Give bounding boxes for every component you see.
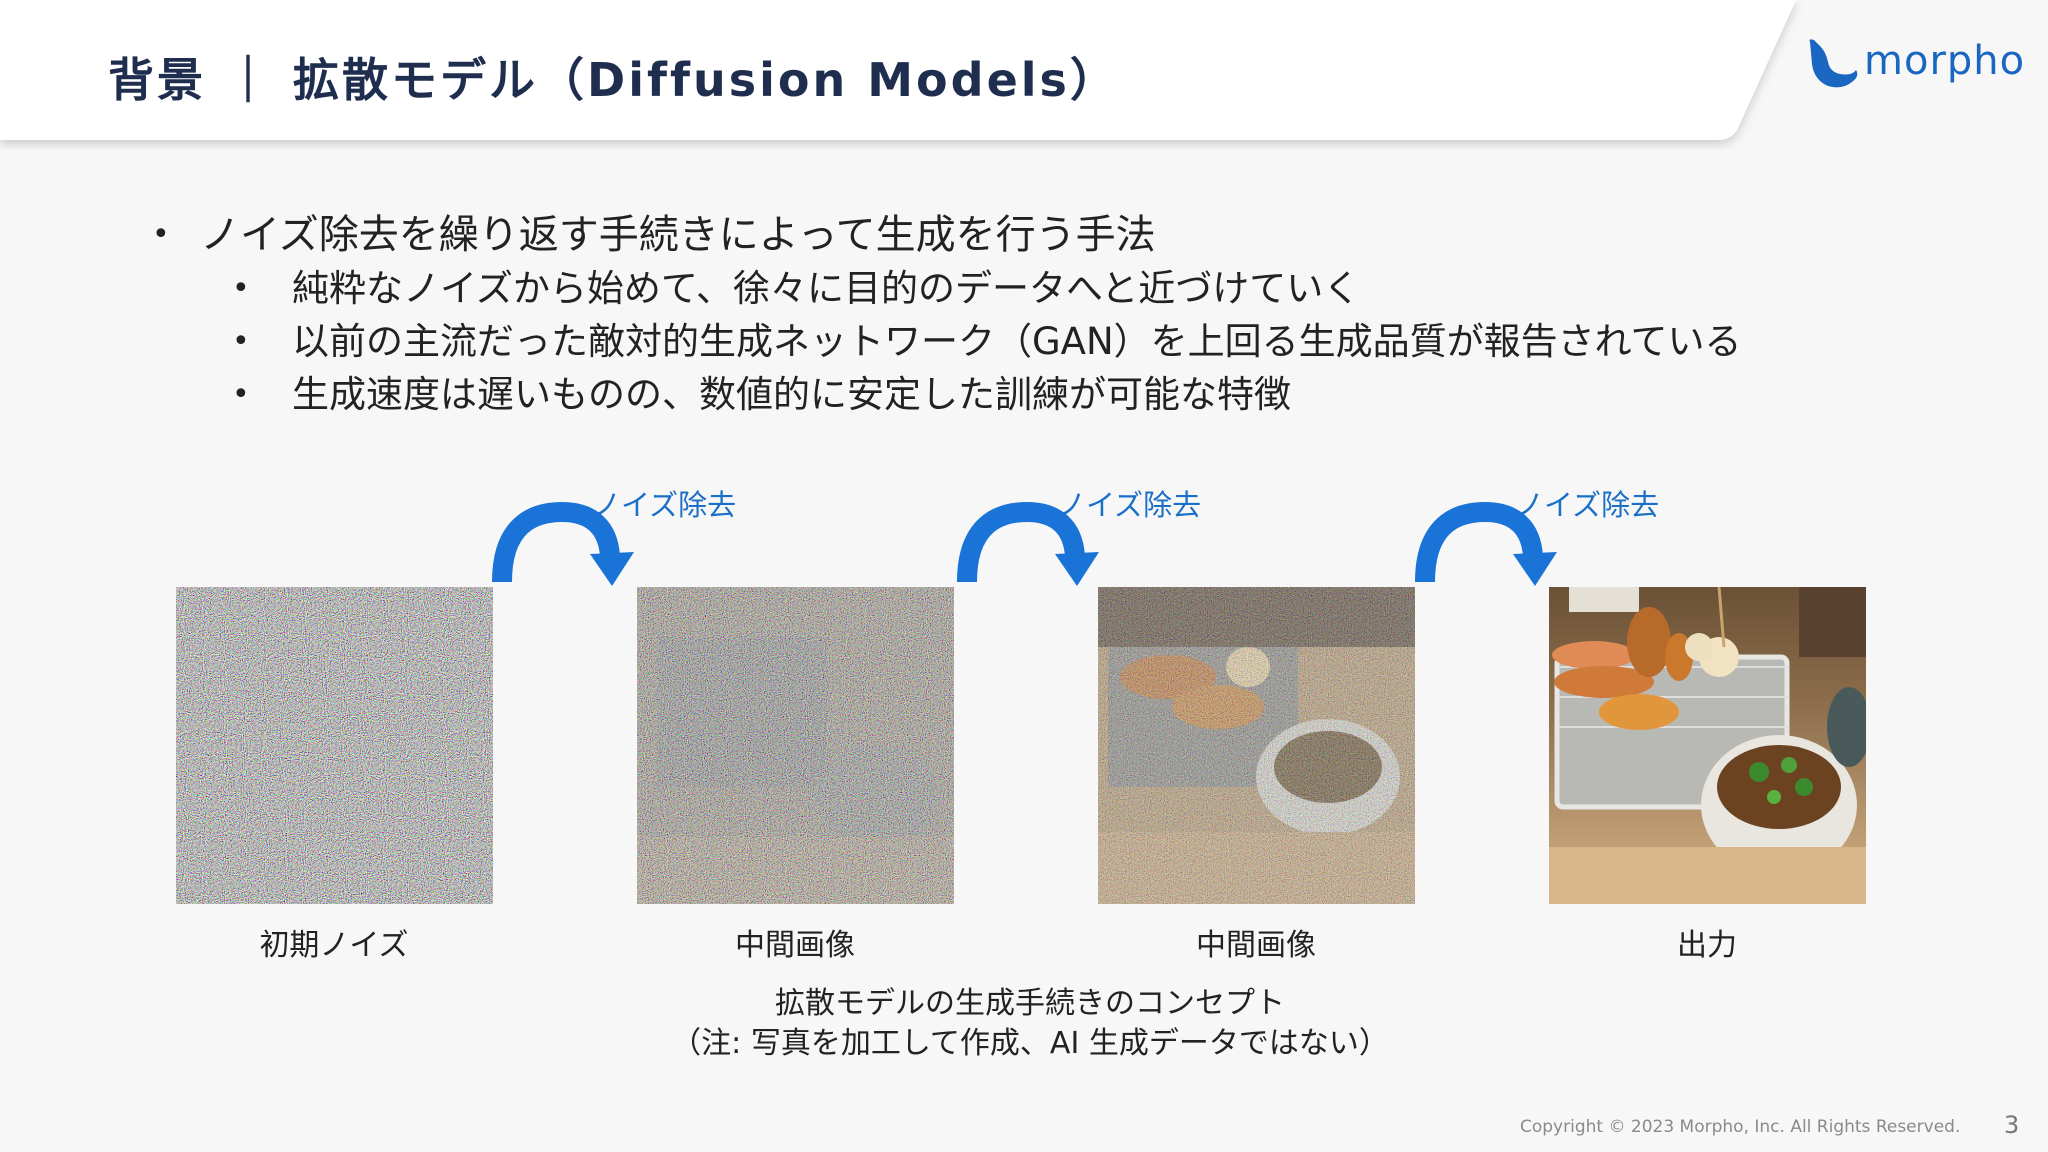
diagram-caption: 拡散モデルの生成手続きのコンセプト （注: 写真を加工して作成、AI 生成データ…	[580, 984, 1480, 1064]
caption-initial-noise: 初期ノイズ	[259, 928, 409, 963]
caption-intermediate-1: 中間画像	[735, 928, 855, 963]
noisy-food-graphic	[637, 587, 954, 904]
diagram-caption-line2: （注: 写真を加工して作成、AI 生成データではない）	[671, 1026, 1389, 1061]
initial-noise-image	[176, 587, 493, 904]
bullet-sub-1: • 純粋なノイズから始めて、徐々に目的のデータへと近づけていく	[150, 262, 1950, 315]
bullet-sub-text: 純粋なノイズから始めて、徐々に目的のデータへと近づけていく	[292, 267, 1361, 310]
page-number: 3	[2004, 1111, 2020, 1139]
bullet-sub-text: 以前の主流だった敵対的生成ネットワーク（GAN）を上回る生成品質が報告されている	[292, 320, 1742, 363]
bullet-dot: •	[152, 217, 170, 252]
bullet-main: • ノイズ除去を繰り返す手続きによって生成を行う手法	[150, 208, 1950, 262]
bullet-dot: •	[232, 271, 250, 306]
morpho-logo: morpho	[1806, 36, 2024, 90]
output-image	[1549, 587, 1866, 904]
curved-arrow-icon	[492, 501, 634, 586]
bullet-sub-2: • 以前の主流だった敵対的生成ネットワーク（GAN）を上回る生成品質が報告されて…	[150, 315, 1950, 368]
intermediate-image-2	[1098, 587, 1415, 904]
arrow-label-2: ノイズ除去	[1057, 488, 1202, 522]
page-title: 背景 ｜ 拡散モデル（Diffusion Models）	[108, 53, 1119, 107]
copyright-text: Copyright © 2023 Morpho, Inc. All Rights…	[1520, 1117, 1961, 1137]
bullet-dot: •	[232, 377, 250, 412]
curved-arrow-icon	[1415, 501, 1557, 586]
noise-graphic	[176, 587, 493, 904]
arrow-label-1: ノイズ除去	[592, 488, 737, 522]
caption-output: 出力	[1677, 928, 1737, 963]
bullet-main-text: ノイズ除去を繰り返す手続きによって生成を行う手法	[200, 212, 1156, 258]
diagram-caption-line1: 拡散モデルの生成手続きのコンセプト	[775, 986, 1285, 1021]
logo-wordmark: morpho	[1864, 38, 2026, 84]
caption-intermediate-2: 中間画像	[1196, 928, 1316, 963]
header-band	[0, 0, 1796, 140]
bullet-dot: •	[232, 324, 250, 359]
header: 背景 ｜ 拡散モデル（Diffusion Models） morpho	[0, 0, 2048, 150]
bullet-sub-3: • 生成速度は遅いものの、数値的に安定した訓練が可能な特徴	[150, 368, 1950, 421]
bullet-sub-text: 生成速度は遅いものの、数値的に安定した訓練が可能な特徴	[292, 373, 1291, 416]
food-photo-graphic	[1549, 587, 1866, 904]
curved-arrow-icon	[957, 501, 1099, 586]
morpho-logo-mark-icon	[1809, 39, 1858, 88]
arrow-label-3: ノイズ除去	[1515, 488, 1660, 522]
bullet-list: • ノイズ除去を繰り返す手続きによって生成を行う手法 • 純粋なノイズから始めて…	[150, 208, 1950, 421]
noisy-food-graphic	[1098, 587, 1415, 904]
intermediate-image-1	[637, 587, 954, 904]
